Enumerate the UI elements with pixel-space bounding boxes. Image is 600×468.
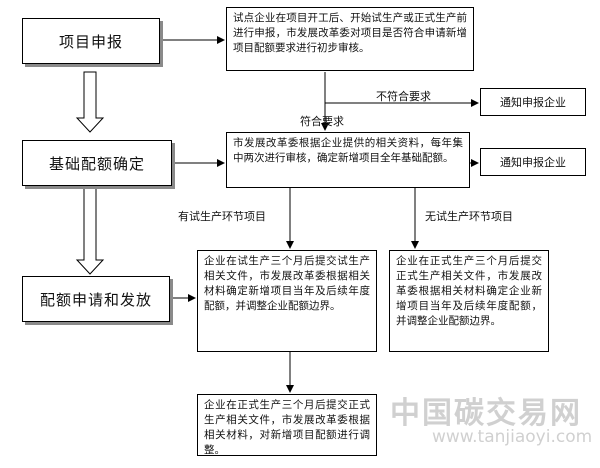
stage-arrow-2 (75, 187, 105, 275)
notice-applicant-1-label: 通知申报企业 (500, 96, 566, 109)
label-not-meet: 不符合要求 (376, 90, 431, 103)
box-initial-review: 试点企业在项目开工后、开始试生产或正式生产前进行申报，市发展改革委对项目是否符合… (226, 7, 474, 71)
label-meet: 符合要求 (300, 115, 344, 128)
watermark-text: 中国碳交易网 (390, 396, 582, 431)
notice-applicant-2-label: 通知申报企业 (500, 156, 566, 169)
watermark-url: www.tanjiaoyi.com (432, 427, 593, 447)
stage-arrow-1 (75, 71, 105, 133)
stage-base-quota: 基础配额确定 (22, 140, 172, 186)
box-quota-adjustment: 企业在正式生产三个月后提交正式生产相关文件，市发展改革委根据相关材料，对新增项目… (197, 394, 377, 456)
stage-project-application: 项目申报 (22, 18, 160, 64)
stage-base-quota-label: 基础配额确定 (48, 154, 145, 173)
box-base-quota-review: 市发展改革委根据企业提供的相关资料，每年集中两次进行审核，确定新增项目全年基础配… (226, 132, 470, 188)
stage-project-application-label: 项目申报 (58, 32, 123, 51)
box-formal-production: 企业在正式生产三个月后提交正式生产相关文件，市发展改革委根据相关材料确定企业新增… (389, 250, 549, 352)
notice-applicant-2: 通知申报企业 (480, 148, 586, 176)
box-trial-production: 企业在试生产三个月后提交试生产相关文件，市发展改革委根据相关材料确定新增项目当年… (197, 250, 377, 352)
stage-quota-issuance-label: 配额申请和发放 (39, 290, 152, 309)
label-with-trial: 有试生产环节项目 (178, 210, 266, 223)
notice-applicant-1: 通知申报企业 (480, 88, 586, 116)
label-without-trial: 无试生产环节项目 (425, 210, 513, 223)
stage-quota-issuance: 配额申请和发放 (22, 276, 170, 322)
